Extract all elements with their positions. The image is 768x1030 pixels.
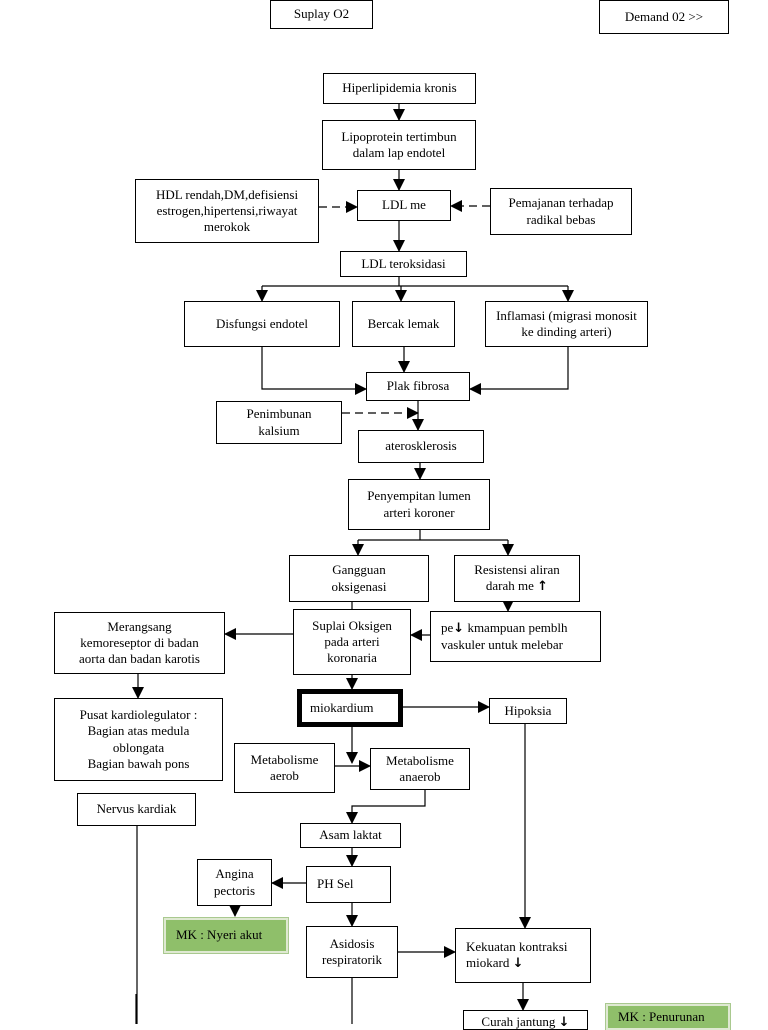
node-inflamasi: Inflamasi (migrasi monosit ke dinding ar… xyxy=(485,301,648,347)
node-aterosklerosis: aterosklerosis xyxy=(358,430,484,463)
node-kekuatan: Kekuatan kontraksi miokard ↓ xyxy=(455,928,591,983)
node-hipoksia: Hipoksia xyxy=(489,698,567,724)
node-penyempitan: Penyempitan lumen arteri koroner xyxy=(348,479,490,530)
node-curah-jantung: Curah jantung ↓ xyxy=(463,1010,588,1030)
node-anaerob: Metabolisme anaerob xyxy=(370,748,470,790)
node-demand-o2: Demand 02 >> xyxy=(599,0,729,34)
node-mk-penurunan: MK : Penurunan xyxy=(606,1004,730,1030)
node-asidosis: Asidosis respiratorik xyxy=(306,926,398,978)
node-mk-nyeri: MK : Nyeri akut xyxy=(164,918,288,953)
node-miokardium: miokardium xyxy=(297,689,403,727)
node-angina: Angina pectoris xyxy=(197,859,272,906)
node-suplai-oksigen: Suplai Oksigen pada arteri koronaria xyxy=(293,609,411,675)
node-ldl-teroksidasi: LDL teroksidasi xyxy=(340,251,467,277)
edge-inflamasi-plak xyxy=(469,347,569,395)
node-penimbunan: Penimbunan kalsium xyxy=(216,401,342,444)
node-pusat: Pusat kardiolegulator : Bagian atas medu… xyxy=(54,698,223,781)
node-aerob: Metabolisme aerob xyxy=(234,743,335,793)
node-ldl-me: LDL me xyxy=(357,190,451,221)
increase-arrow-icon: ↑ xyxy=(537,579,549,594)
node-resistensi: Resistensi aliran darah me ↑ xyxy=(454,555,580,602)
node-kemampuan: pe↓ kmampuan pemblh vaskuler untuk meleb… xyxy=(430,611,601,662)
edge-disfungsi-plak xyxy=(261,347,367,395)
node-suplay-o2: Suplay O2 xyxy=(270,0,373,29)
node-hiperlipidemia: Hiperlipidemia kronis xyxy=(323,73,476,104)
node-disfungsi: Disfungsi endotel xyxy=(184,301,340,347)
node-nervus: Nervus kardiak xyxy=(77,793,196,826)
node-gangguan: Gangguan oksigenasi xyxy=(289,555,429,602)
node-risk-factors: HDL rendah,DM,defisiensi estrogen,hipert… xyxy=(135,179,319,243)
node-bercak: Bercak lemak xyxy=(352,301,455,347)
node-radikal: Pemajanan terhadap radikal bebas xyxy=(490,188,632,235)
node-ph-sel: PH Sel xyxy=(306,866,391,903)
decrease-arrow-icon: ↓ xyxy=(453,620,465,636)
node-lipoprotein: Lipoprotein tertimbun dalam lap endotel xyxy=(322,120,476,170)
decrease-arrow-icon: ↓ xyxy=(558,1015,570,1030)
edge-anaerob-asam xyxy=(346,790,426,824)
decrease-arrow-icon: ↓ xyxy=(512,956,524,971)
node-plak: Plak fibrosa xyxy=(366,372,470,401)
node-merangsang: Merangsang kemoreseptor di badan aorta d… xyxy=(54,612,225,674)
node-asam-laktat: Asam laktat xyxy=(300,823,401,848)
